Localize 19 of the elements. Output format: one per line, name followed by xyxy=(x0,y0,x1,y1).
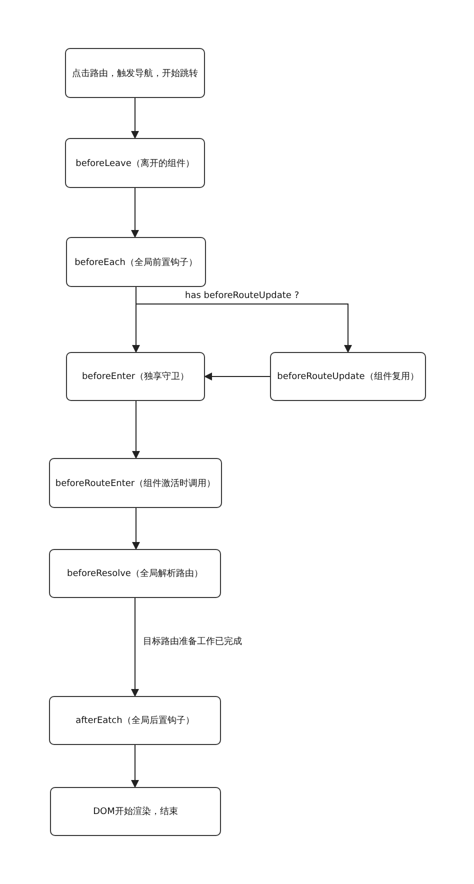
arrow xyxy=(131,744,139,788)
arrow xyxy=(204,372,270,380)
arrow xyxy=(131,598,139,697)
arrow xyxy=(136,286,352,353)
arrow xyxy=(132,400,140,459)
edge-label: 目标路由准备工作已完成 xyxy=(142,635,243,648)
process-box: beforeEnter（独享守卫） xyxy=(66,352,205,401)
edge-label: has beforeRouteUpdate ? xyxy=(184,291,300,301)
process-box: afterEatch（全局后置钩子） xyxy=(49,696,221,745)
arrow xyxy=(132,508,140,550)
process-box: beforeRouteEnter（组件激活时调用） xyxy=(49,458,222,508)
arrow xyxy=(131,98,139,139)
arrow xyxy=(131,188,139,238)
process-box: beforeResolve（全局解析路由） xyxy=(49,549,221,598)
process-box: 点击路由，触发导航，开始跳转 xyxy=(65,48,205,98)
process-box: beforeRouteUpdate（组件复用） xyxy=(270,352,426,401)
process-box: DOM开始渲染，结束 xyxy=(50,787,221,836)
process-box: beforeLeave（离开的组件） xyxy=(65,138,205,188)
process-box: beforeEach（全局前置钩子） xyxy=(66,237,206,287)
